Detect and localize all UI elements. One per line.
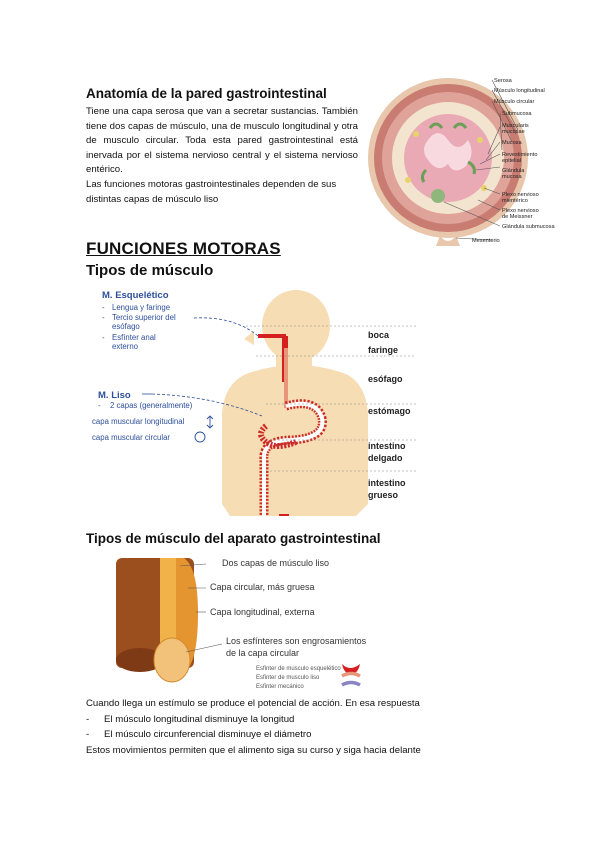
esqueletico-item-3: Esfínter anal bbox=[112, 333, 156, 342]
legend-mechanical-swatch bbox=[341, 680, 361, 687]
label-m-liso: M. Liso bbox=[98, 390, 131, 401]
label-musculo-longitudinal: Músculo longitudinal bbox=[494, 88, 545, 94]
layer-leader-lines bbox=[179, 563, 223, 653]
label-mienterico: mientérico bbox=[502, 198, 528, 204]
longitudinal-arrow-icon bbox=[206, 415, 214, 429]
liso-item: 2 capas (generalmente) bbox=[110, 401, 193, 410]
svg-text:-: - bbox=[102, 303, 105, 312]
label-capa-longitudinal: capa muscular longitudinal bbox=[92, 417, 185, 426]
label-revestimiento: Revestimiento bbox=[502, 152, 537, 158]
heading-tipos-musculo: Tipos de músculo bbox=[86, 262, 214, 279]
label-m-esqueletico: M. Esquelético bbox=[102, 290, 169, 301]
response-item-1: -El músculo longitudinal disminuye la lo… bbox=[86, 713, 295, 725]
label-musculo-circular: Músculo circular bbox=[494, 99, 535, 105]
esqueletico-item-2b: esófago bbox=[112, 322, 140, 331]
label-mucosae: mucosae bbox=[502, 129, 525, 135]
esqueletico-item-1: Lengua y faringe bbox=[112, 303, 170, 312]
plexus-dot bbox=[405, 177, 411, 183]
layer-label-esfinteres-1: Los esfínteres son engrosamientos bbox=[226, 636, 367, 646]
liso-arrow bbox=[151, 393, 263, 417]
svg-text:-: - bbox=[102, 333, 105, 342]
response-intro: Cuando llega un estímulo se produce el p… bbox=[86, 698, 420, 709]
heading-tipos-musculo-gi: Tipos de músculo del aparato gastrointes… bbox=[86, 531, 381, 546]
label-epitelial: epitelial bbox=[502, 158, 521, 164]
label-mucosa: Mucosa bbox=[502, 140, 522, 146]
esqueletico-item-3b: externo bbox=[112, 342, 139, 351]
region-boca: boca bbox=[368, 330, 390, 340]
plexus-dot bbox=[413, 131, 419, 137]
region-intestino-1: intestino bbox=[368, 441, 406, 451]
legend-smooth-swatch bbox=[341, 671, 361, 678]
heading-funciones-motoras: FUNCIONES MOTORAS bbox=[86, 239, 281, 258]
lumen-opening bbox=[116, 648, 164, 672]
legend-skeletal-label: Esfinter de musculo esquelético bbox=[256, 666, 341, 672]
region-faringe: faringe bbox=[368, 345, 398, 355]
intro-paragraph-1: Tiene una capa serosa que van a secretar… bbox=[86, 106, 358, 176]
circular-icon bbox=[194, 431, 206, 443]
label-glandula: Glándula bbox=[502, 168, 525, 174]
label-submucosa: Submucosa bbox=[502, 111, 532, 117]
intro-text: Tiene una capa serosa que van a secretar… bbox=[86, 105, 358, 207]
label-serosa: Serosa bbox=[494, 78, 513, 84]
plexus-dot bbox=[477, 137, 483, 143]
label-meissner: de Meissner bbox=[502, 214, 533, 220]
label-capa-circular: capa muscular circular bbox=[92, 433, 170, 442]
label-plexo-nervioso-1: Plexo nervioso bbox=[502, 192, 539, 198]
region-delgado: delgado bbox=[368, 453, 403, 463]
legend-smooth-label: Esfinter de musculo liso bbox=[256, 675, 320, 681]
region-esofago: esófago bbox=[368, 374, 403, 384]
label-glandula-mucosa: mucosa bbox=[502, 174, 522, 180]
submucosal-gland bbox=[431, 189, 445, 203]
layer-label-esfinteres-2: de la capa circular bbox=[226, 648, 299, 658]
mesentery bbox=[436, 236, 460, 246]
region-divider-lines bbox=[246, 325, 416, 472]
esqueletico-item-2: Tercio superior del bbox=[112, 313, 176, 322]
svg-text:-: - bbox=[98, 401, 101, 410]
digestive-tract bbox=[258, 334, 327, 516]
layer-label-capa-circular: Capa circular, más gruesa bbox=[210, 582, 315, 592]
layer-label-dos-capas: Dos capas de músculo liso bbox=[222, 558, 329, 568]
label-glandula-submucosa: Glándula submucosa bbox=[502, 224, 555, 230]
region-intestino-2: intestino bbox=[368, 478, 406, 488]
response-outro: Estos movimientos permiten que el alimen… bbox=[86, 744, 421, 756]
legend-mechanical-label: Esfinter mecánico bbox=[256, 684, 304, 690]
lumen bbox=[424, 133, 472, 171]
sphincter-thickening bbox=[153, 637, 191, 683]
leader-lines bbox=[443, 79, 519, 241]
response-item-2: -El músculo circunferencial disminuye el… bbox=[86, 729, 312, 740]
region-grueso: grueso bbox=[368, 490, 399, 500]
digestive-tract-diagram: boca faringe esófago estómago intestino … bbox=[92, 290, 416, 516]
mucosal-glands bbox=[420, 122, 476, 183]
label-mesenterio: Mesenterio bbox=[472, 238, 500, 244]
label-muscularis: Muscularis bbox=[502, 123, 529, 129]
intro-paragraph-2: Las funciones motoras gastrointestinales… bbox=[86, 178, 337, 205]
response-text: Cuando llega un estímulo se produce el p… bbox=[86, 696, 506, 758]
gi-wall-diagram: Serosa Músculo longitudinal Músculo circ… bbox=[368, 70, 580, 248]
layer-label-capa-longitudinal: Capa longitudinal, externa bbox=[210, 607, 315, 617]
esqueletico-arrow bbox=[193, 317, 259, 337]
muscle-layers-diagram: Dos capas de músculo liso Capa circular,… bbox=[116, 558, 367, 690]
section-title-anatomia: Anatomía de la pared gastrointestinal bbox=[86, 86, 327, 101]
region-estomago: estómago bbox=[368, 406, 411, 416]
legend-skeletal-swatch bbox=[342, 664, 360, 674]
label-plexo-nervioso-2: Plexo nervioso bbox=[502, 208, 539, 214]
svg-text:-: - bbox=[102, 313, 105, 322]
